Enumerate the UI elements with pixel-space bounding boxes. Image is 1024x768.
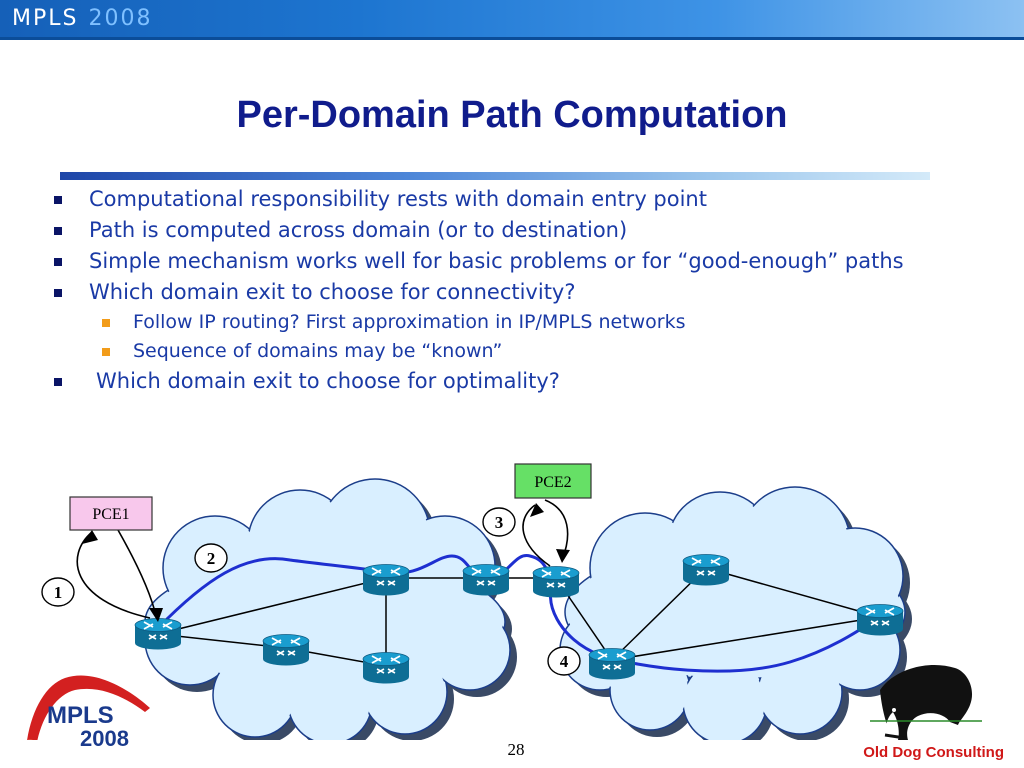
- router-left-mid: [262, 633, 310, 667]
- dog-logo-icon: [870, 664, 982, 740]
- page-number: 28: [507, 740, 525, 759]
- header-brand-year: 2008: [88, 6, 153, 31]
- title-underline: [60, 172, 930, 180]
- footer-logo-text: MPLS: [47, 702, 114, 729]
- bullet-item: Simple mechanism works well for basic pr…: [50, 246, 990, 277]
- footer-logo-year: 2008: [80, 726, 129, 751]
- header-brand-text: MPLS: [12, 6, 79, 31]
- bullet-list: Computational responsibility rests with …: [50, 184, 990, 397]
- network-diagram: PCE1 PCE2 1 2 3 4: [27, 463, 982, 740]
- bullet-item: Path is computed across domain (or to de…: [50, 215, 990, 246]
- pce1-label: PCE1: [92, 506, 129, 523]
- sub-bullet-item: Follow IP routing? First approximation i…: [50, 308, 990, 337]
- pce1-box: PCE1: [69, 496, 153, 531]
- router-left-top: [362, 563, 410, 597]
- step-label-3: 3: [495, 513, 504, 532]
- router-right-bottom: [588, 647, 636, 681]
- router-ingress: [134, 617, 182, 651]
- computed-path: [156, 554, 881, 673]
- sub-bullet-item: Sequence of domains may be “known”: [50, 337, 990, 366]
- router-left-bottom: [362, 651, 410, 685]
- step-label-4: 4: [560, 652, 569, 671]
- step-marker-3: 3: [482, 507, 516, 537]
- pce2-label: PCE2: [534, 474, 571, 491]
- router-right-top: [682, 553, 730, 587]
- pce2-box: PCE2: [514, 463, 592, 499]
- mpls-logo-swoosh: [27, 675, 150, 740]
- step-label-1: 1: [54, 583, 63, 602]
- header-bar: MPLS 2008: [0, 0, 1024, 40]
- router-border-left: [462, 563, 510, 597]
- router-egress: [856, 603, 904, 637]
- bullet-item: Which domain exit to choose for connecti…: [50, 277, 990, 308]
- step-marker-1: 1: [41, 577, 75, 607]
- header-rule: [0, 37, 1024, 40]
- bullet-item: Which domain exit to choose for optimali…: [50, 366, 990, 397]
- header-brand: MPLS 2008: [12, 6, 152, 31]
- slide-title: Per-Domain Path Computation: [236, 94, 788, 136]
- arrow-heads: [82, 503, 570, 622]
- step-marker-4: 4: [547, 646, 581, 676]
- bullet-item: Computational responsibility rests with …: [50, 184, 990, 215]
- step-label-2: 2: [207, 549, 216, 568]
- footer-org: Old Dog Consulting: [863, 744, 1004, 761]
- step-marker-2: 2: [194, 543, 228, 573]
- router-border-right: [532, 565, 580, 599]
